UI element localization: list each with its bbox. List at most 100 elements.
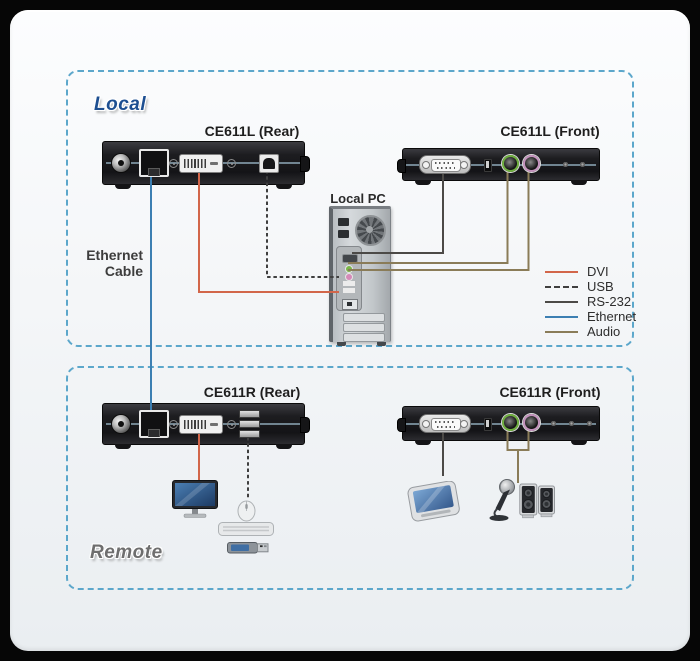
device-ce611l-front <box>397 148 600 185</box>
pc-usb-port <box>343 281 355 286</box>
status-led <box>569 421 574 426</box>
device-foot <box>115 184 131 189</box>
title-ce611l-rear: CE611L (Rear) <box>204 123 300 139</box>
mic-in-jack <box>523 155 540 172</box>
grounding-screw-icon <box>227 420 236 429</box>
db9-dsub <box>431 158 461 172</box>
microphone-icon <box>489 479 515 521</box>
monitor-icon <box>172 480 218 518</box>
remote-region-label: Remote <box>90 542 163 563</box>
audio-out-jack <box>502 414 519 431</box>
usb-a-ports <box>238 410 260 438</box>
rj45-lan-port <box>139 149 169 177</box>
power-jack-port <box>112 415 130 433</box>
front-stripe <box>406 163 596 166</box>
expansion-slot <box>343 323 385 332</box>
expansion-slot <box>343 313 385 322</box>
mic-in-jack <box>523 414 540 431</box>
dvi-slot <box>210 162 218 165</box>
title-ce611r-rear: CE611R (Rear) <box>203 384 301 400</box>
power-jack-port <box>112 154 130 172</box>
expansion-slot <box>343 333 385 342</box>
fan-grille-icon <box>355 215 386 246</box>
power-switch-icon <box>338 230 349 238</box>
status-led <box>551 421 556 426</box>
device-foot <box>276 184 292 189</box>
device-foot <box>571 180 587 185</box>
device-foot <box>571 440 587 445</box>
title-ce611l-front: CE611L (Front) <box>500 123 600 139</box>
rs232-db9-port <box>419 414 471 433</box>
db9-dsub <box>431 417 461 431</box>
side-knob <box>300 156 310 172</box>
touch-panel-icon <box>407 481 460 522</box>
pc-audio-jack <box>346 266 352 272</box>
usb-a-slot <box>239 420 260 428</box>
pc-mic-jack <box>346 274 352 280</box>
mode-switch <box>484 418 492 431</box>
title-ce611r-front: CE611R (Front) <box>499 384 601 400</box>
legend-swatch-ethernet <box>545 315 578 318</box>
status-led <box>587 421 592 426</box>
device-ce611l-rear <box>102 141 310 189</box>
legend-item-rs232: RS-232 <box>545 294 636 309</box>
local-pc-label: Local PC <box>330 191 386 206</box>
grounding-screw-icon <box>169 159 178 168</box>
device-ce611r-front <box>397 406 600 445</box>
device-foot <box>415 180 431 185</box>
keyboard-icon <box>218 522 274 536</box>
legend-item-usb: USB <box>545 279 636 294</box>
device-foot <box>115 444 131 449</box>
pc-io-panel <box>336 246 362 311</box>
usb-flash-drive-icon <box>227 542 269 554</box>
power-socket-icon <box>338 218 349 226</box>
speakers-icon <box>519 483 555 519</box>
legend-swatch-usb <box>545 285 578 288</box>
ethernet-cable-label: Ethernet Cable <box>63 247 143 279</box>
pc-foot <box>337 342 346 346</box>
dvi-port <box>179 154 223 173</box>
usb-a-slot <box>239 430 260 438</box>
legend-item-ethernet: Ethernet <box>545 309 636 324</box>
mode-switch <box>484 159 492 172</box>
legend-label-dvi: DVI <box>587 264 609 279</box>
ethernet-cable-label-line2: Cable <box>104 263 143 279</box>
device-foot <box>415 440 431 445</box>
dvi-pins <box>184 420 206 429</box>
usb-b-port <box>259 154 279 173</box>
usb-a-slot <box>239 410 260 418</box>
legend-swatch-dvi <box>545 270 578 273</box>
rj45-lan-port <box>139 410 169 438</box>
pc-video-port <box>342 299 358 310</box>
legend-label-audio: Audio <box>587 324 621 339</box>
local-region-box <box>66 70 634 347</box>
side-lug <box>397 417 406 432</box>
status-led <box>563 162 568 167</box>
pc-serial-port <box>342 254 358 263</box>
dvi-slot <box>210 423 218 426</box>
dvi-pins <box>184 159 206 168</box>
legend-item-dvi: DVI <box>545 264 636 279</box>
audio-out-jack <box>502 155 519 172</box>
local-region-label: Local <box>94 94 147 115</box>
pc-usb-port <box>343 288 355 293</box>
side-knob <box>300 417 310 433</box>
legend-swatch-rs232 <box>545 300 578 303</box>
grounding-screw-icon <box>227 159 236 168</box>
local-pc-tower <box>329 206 391 346</box>
legend-label-usb: USB <box>587 279 614 294</box>
mouse-icon <box>237 500 256 522</box>
device-ce611r-rear <box>102 403 310 449</box>
rs232-db9-port <box>419 155 471 174</box>
legend-label-ethernet: Ethernet <box>587 309 637 324</box>
dvi-port <box>179 415 223 434</box>
grounding-screw-icon <box>169 420 178 429</box>
legend-swatch-audio <box>545 330 578 333</box>
remote-region-box <box>66 366 634 590</box>
device-foot <box>276 444 292 449</box>
ethernet-cable-label-line1: Ethernet <box>86 247 143 263</box>
side-lug <box>397 158 406 173</box>
front-stripe <box>406 422 596 425</box>
legend-label-rs232: RS-232 <box>587 294 632 309</box>
